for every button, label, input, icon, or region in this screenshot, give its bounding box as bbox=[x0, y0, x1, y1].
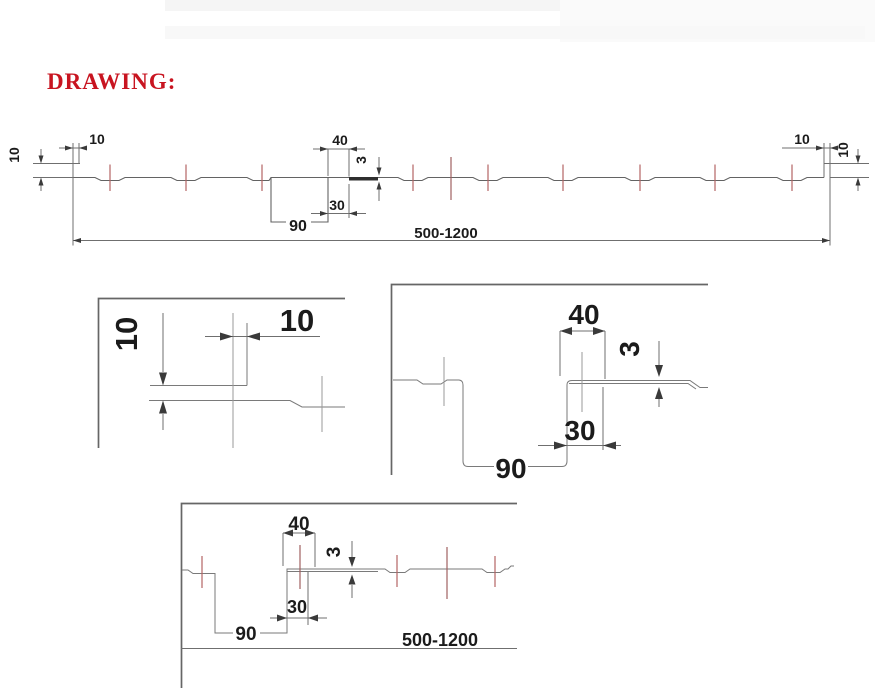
dim-rib-top-width: 40 bbox=[313, 132, 365, 177]
svg-text:3: 3 bbox=[614, 341, 645, 357]
svg-text:3: 3 bbox=[324, 547, 345, 558]
bottom-detail-dim-bottom: 90 bbox=[233, 623, 260, 645]
svg-text:90: 90 bbox=[235, 624, 256, 645]
right-detail-sheet-line bbox=[393, 379, 708, 467]
dim-right-lip-height: 10 bbox=[835, 142, 861, 191]
main-rib-outline bbox=[270, 177, 329, 223]
bottom-detail-view: 40 3 30 90 500-1200 bbox=[180, 502, 517, 688]
svg-text:30: 30 bbox=[329, 197, 345, 213]
svg-text:30: 30 bbox=[287, 597, 307, 617]
bottom-detail-border bbox=[180, 502, 517, 688]
dim-rib-bottom-width: 90 bbox=[286, 217, 311, 235]
svg-text:10: 10 bbox=[835, 142, 851, 158]
right-detail-thickness-line bbox=[569, 383, 697, 390]
svg-text:40: 40 bbox=[332, 132, 348, 148]
right-detail-dim-step: 30 bbox=[538, 387, 621, 450]
left-detail-view: 10 10 bbox=[97, 297, 345, 448]
right-detail-view: 40 3 30 90 bbox=[390, 283, 708, 484]
svg-text:10: 10 bbox=[280, 303, 314, 338]
page-title: DRAWING: bbox=[47, 69, 177, 94]
bottom-detail-dim-top-width: 40 bbox=[282, 514, 316, 567]
svg-text:500-1200: 500-1200 bbox=[414, 225, 477, 242]
dim-left-lip-height: 10 bbox=[6, 147, 44, 191]
bottom-detail-tick-marks bbox=[201, 555, 496, 588]
bottom-detail-overall-width: 500-1200 bbox=[402, 630, 478, 650]
main-right-lip bbox=[823, 143, 869, 246]
swage-tick-marks bbox=[109, 164, 793, 191]
main-profile-view: 10 10 40 3 bbox=[6, 131, 869, 246]
bottom-detail-dim-step: 30 bbox=[270, 572, 327, 625]
svg-text:10: 10 bbox=[794, 131, 810, 147]
svg-text:10: 10 bbox=[89, 131, 105, 147]
right-detail-border bbox=[390, 283, 708, 475]
svg-text:30: 30 bbox=[564, 415, 595, 446]
right-detail-dim-thickness: 3 bbox=[614, 341, 663, 407]
dim-sheet-thickness: 3 bbox=[353, 156, 382, 201]
dim-left-lip-width: 10 bbox=[59, 131, 105, 151]
svg-text:10: 10 bbox=[109, 317, 144, 351]
watermark-remnant bbox=[165, 0, 875, 42]
left-detail-dim-width: 10 bbox=[205, 303, 320, 341]
bottom-detail-sheet-line bbox=[182, 565, 514, 634]
left-detail-sheet-line bbox=[149, 400, 345, 408]
left-detail-dim-height: 10 bbox=[109, 313, 167, 430]
dim-right-lip-width: 10 bbox=[782, 131, 845, 151]
left-detail-border bbox=[97, 297, 345, 448]
svg-text:90: 90 bbox=[495, 453, 526, 484]
right-detail-dim-bottom: 90 bbox=[494, 453, 528, 484]
dim-step-width: 30 bbox=[311, 184, 366, 218]
svg-text:10: 10 bbox=[6, 147, 22, 163]
right-detail-dim-top-width: 40 bbox=[559, 299, 606, 379]
bottom-detail-dim-thickness: 3 bbox=[324, 541, 356, 598]
dim-overall-width: 500-1200 bbox=[73, 225, 830, 243]
main-left-lip bbox=[33, 143, 80, 246]
svg-text:90: 90 bbox=[289, 218, 307, 235]
svg-text:3: 3 bbox=[353, 156, 369, 164]
left-detail-lip-line bbox=[150, 323, 248, 386]
svg-text:40: 40 bbox=[568, 299, 599, 330]
svg-text:40: 40 bbox=[288, 514, 309, 535]
thickness-highlight-segment bbox=[349, 177, 378, 181]
